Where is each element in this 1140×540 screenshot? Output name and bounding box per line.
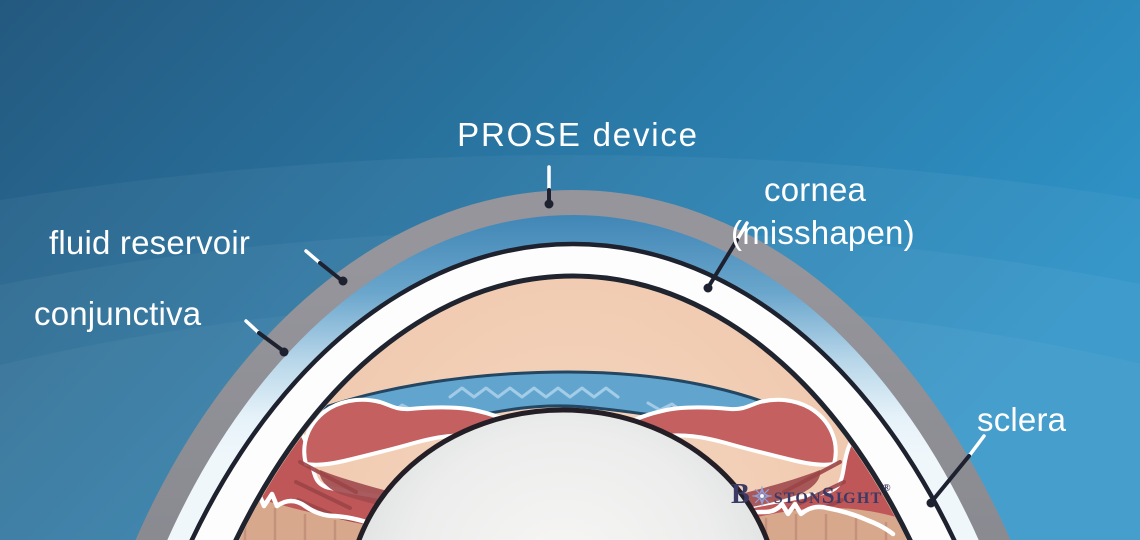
label-fluid-reservoir: fluid reservoir — [49, 224, 251, 261]
pointer-sclera — [926, 434, 986, 508]
logo-registered-mark: ® — [882, 482, 891, 494]
pointer-fluid-reservoir — [304, 249, 348, 286]
label-cornea: cornea (misshapen) — [731, 168, 915, 254]
crystalline-lens — [345, 407, 781, 540]
pointer-cornea — [703, 221, 749, 293]
label-sclera: sclera — [977, 401, 1067, 438]
label-cornea-line1: cornea — [764, 171, 867, 208]
label-cornea-line2: (misshapen) — [731, 214, 915, 251]
ciliary-tissue-left — [200, 478, 470, 540]
logo-text-b: B — [731, 479, 750, 510]
logo-text-rest: stonSight — [773, 482, 883, 508]
zonule-fibers-left — [294, 460, 358, 526]
bostonsight-logo: B stonSight ® — [731, 481, 891, 509]
pointer-prose-device — [544, 165, 554, 209]
pointer-conjunctiva — [244, 319, 289, 357]
label-prose-device: PROSE device — [457, 116, 699, 153]
iris-icon — [751, 486, 772, 506]
label-conjunctiva: conjunctiva — [34, 295, 202, 332]
